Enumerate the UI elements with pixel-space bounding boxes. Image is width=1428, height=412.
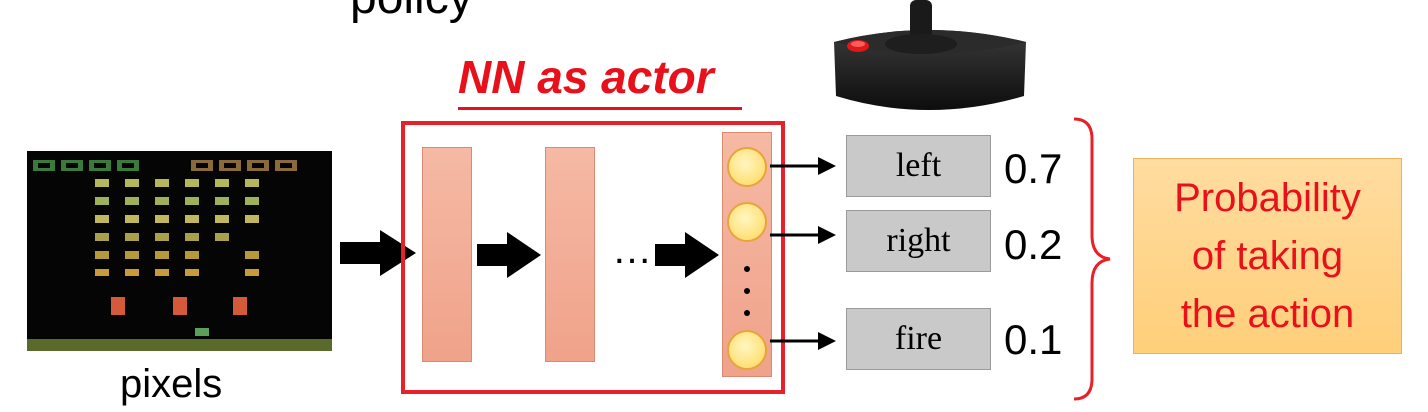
- explanation-line: of taking: [1191, 234, 1344, 278]
- joystick-icon: [834, 0, 1026, 110]
- probability-left: 0.7: [1004, 145, 1063, 192]
- probability-right: 0.2: [1004, 221, 1063, 268]
- hidden-layer-1: [422, 147, 472, 362]
- vertical-dot: [744, 288, 750, 294]
- network-frame: [401, 121, 785, 394]
- output-neuron-fire: [727, 330, 767, 370]
- game-screen-image: [27, 151, 332, 351]
- action-right-box: right: [846, 210, 991, 272]
- curly-brace: [1073, 117, 1111, 401]
- hidden-layer-2: [545, 147, 595, 362]
- space-invaders-image: [27, 160, 332, 351]
- title-underline: [458, 107, 742, 110]
- cut-heading: policy: [350, 0, 473, 25]
- vertical-dot: [744, 310, 750, 316]
- layer-arrow-2: [655, 232, 719, 278]
- explanation-line: the action: [1180, 292, 1355, 336]
- vertical-dot: [744, 266, 750, 272]
- hidden-ellipsis: …: [612, 228, 652, 272]
- output-neuron-left: [727, 147, 767, 187]
- input-label: pixels: [120, 362, 223, 406]
- input-arrow: [340, 230, 416, 276]
- action-left-box: left: [846, 135, 991, 197]
- probability-explanation-box: Probability of taking the action: [1133, 158, 1402, 354]
- explanation-line: Probability: [1174, 176, 1361, 220]
- layer-arrow-1: [477, 232, 541, 278]
- probability-fire: 0.1: [1004, 316, 1063, 363]
- output-neuron-right: [727, 202, 767, 242]
- diagram-title: NN as actor: [458, 51, 714, 103]
- action-fire-box: fire: [846, 308, 991, 370]
- output-arrows: [770, 157, 836, 350]
